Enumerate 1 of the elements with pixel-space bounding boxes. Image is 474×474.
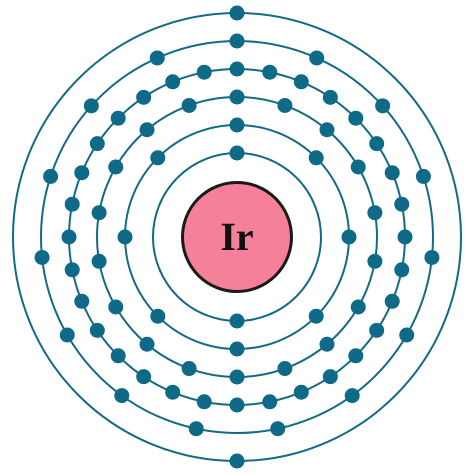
element-symbol: Ir: [220, 217, 254, 257]
